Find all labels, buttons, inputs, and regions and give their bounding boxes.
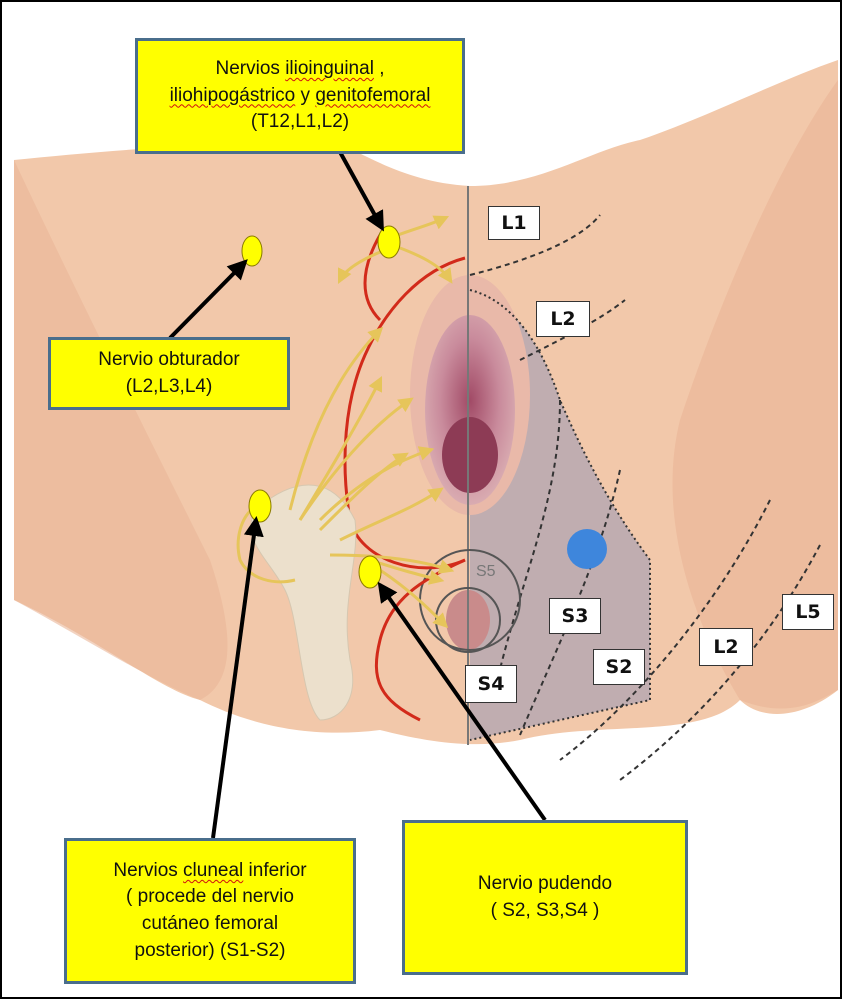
callout-pudendal-line1: Nervio pudendo — [478, 871, 612, 898]
blue-marker-dot — [567, 529, 607, 569]
callout-cluneal-nerves: Nervios cluneal inferior ( procede del n… — [64, 838, 356, 984]
segment-label-s3: S3 — [549, 598, 601, 634]
segment-label-s2: S2 — [593, 649, 645, 685]
segment-label-l1: L1 — [488, 206, 540, 240]
segment-label-s5: S5 — [476, 563, 496, 581]
callout-top-line3: (T12,L1,L2) — [251, 109, 349, 136]
callout-obturator-nerve: Nervio obturador (L2,L3,L4) — [48, 337, 290, 410]
callout-top-line2: iliohipogástrico y genitofemoral — [170, 83, 431, 110]
callout-pudendal-line2: ( S2, S3,S4 ) — [491, 898, 600, 925]
callout-obturator-line1: Nervio obturador — [98, 347, 240, 374]
callout-top-line1: Nervios ilioinguinal , — [216, 56, 385, 83]
segment-label-l2-lower: L2 — [699, 628, 753, 666]
ilioinguinal-node — [378, 226, 400, 258]
obturator-node — [242, 236, 262, 266]
callout-cluneal-line1: Nervios cluneal inferior — [113, 858, 306, 885]
callout-ilioinguinal-nerves: Nervios ilioinguinal , iliohipogástrico … — [135, 38, 465, 154]
segment-label-s4: S4 — [465, 665, 517, 703]
segment-label-l5: L5 — [782, 594, 834, 630]
cluneal-node — [249, 490, 271, 522]
pudendal-node — [359, 556, 381, 588]
callout-pudendal-nerve: Nervio pudendo ( S2, S3,S4 ) — [402, 820, 688, 975]
callout-cluneal-line3: cutáneo femoral — [142, 911, 278, 938]
vaginal-opening — [442, 417, 498, 493]
callout-cluneal-line2: ( procede del nervio — [126, 884, 294, 911]
callout-obturator-line2: (L2,L3,L4) — [126, 374, 213, 401]
callout-cluneal-line4: posterior) (S1-S2) — [135, 938, 286, 965]
segment-label-l2-upper: L2 — [536, 301, 590, 337]
